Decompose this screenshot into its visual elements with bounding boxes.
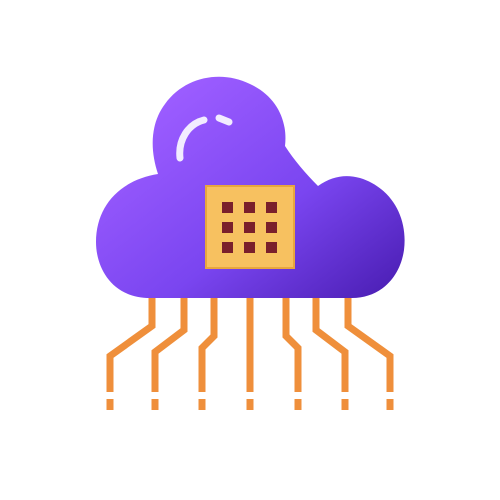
chip-icon — [205, 185, 295, 269]
cloud-highlight-dash — [215, 114, 233, 126]
cloud-highlight-arc — [176, 116, 208, 162]
chip-dot — [244, 222, 255, 233]
circuit-lines — [106, 290, 394, 392]
chip-dot — [244, 242, 255, 253]
chip-dot — [222, 242, 233, 253]
chip-dot — [266, 242, 277, 253]
circuit-line-1 — [106, 290, 156, 392]
circuit-line-3 — [198, 290, 218, 392]
circuit-line-6 — [312, 290, 349, 392]
chip-dot — [266, 202, 277, 213]
circuit-line-5 — [282, 290, 302, 392]
chip-dot — [222, 202, 233, 213]
chip-dots — [222, 202, 277, 253]
chip-dot — [222, 222, 233, 233]
chip-dot — [244, 202, 255, 213]
chip-dot — [266, 222, 277, 233]
circuit-terminals — [106, 399, 394, 410]
circuit-line-2 — [151, 290, 188, 392]
circuit-line-7 — [344, 290, 394, 392]
